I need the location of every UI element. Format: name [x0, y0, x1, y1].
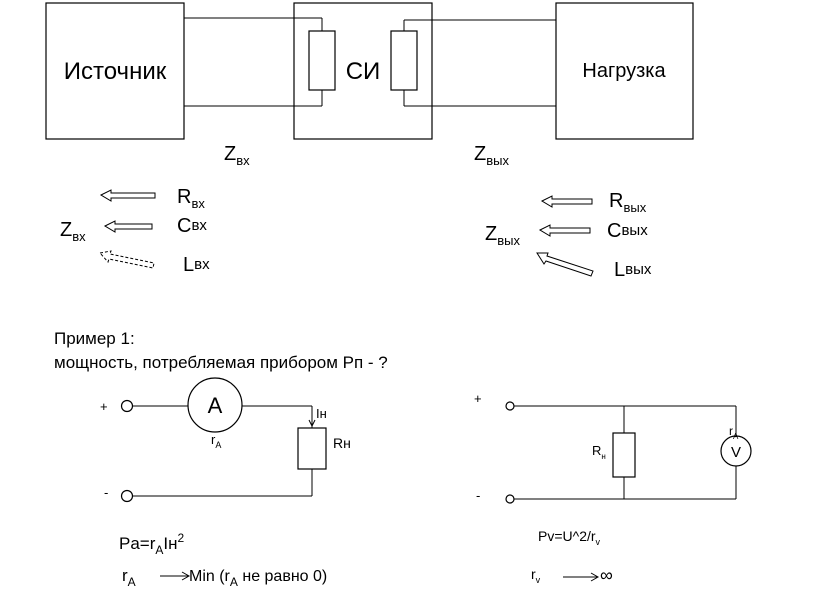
input-c-arrow [103, 220, 153, 233]
source-label: Источник [64, 58, 167, 85]
c1-load-resistor [297, 427, 327, 470]
input-c-label: Cвх [177, 215, 207, 237]
input-r-label: Rвх [177, 186, 205, 211]
input-z-label: Zвх [60, 219, 86, 244]
c2-load-resistor [612, 432, 636, 478]
c2-voltmeter-label: V [731, 444, 741, 461]
z-out-label: Zвых [474, 143, 509, 168]
input-r-arrow [99, 189, 156, 202]
c2-load-label: Rн [592, 443, 606, 461]
si-output-resistor [390, 30, 418, 91]
z-in-label: Zвх [224, 143, 250, 168]
c1-current-label: Iн [316, 406, 327, 421]
si-label: СИ [346, 58, 381, 85]
c1-terminal-plus [120, 399, 134, 413]
c1-minus-label: - [104, 485, 108, 500]
source-box [45, 2, 185, 140]
c1-plus-label: + [100, 399, 108, 414]
si-input-resistor [308, 30, 336, 91]
output-c-arrow [538, 224, 591, 237]
c2-terminal-plus [505, 401, 515, 411]
c1-current-arrow [308, 419, 316, 428]
c1-ra-label: rA [211, 432, 221, 450]
output-r-arrow [540, 195, 593, 208]
c2-minus-label: - [476, 488, 480, 503]
c2-limit-arrow-head [590, 572, 600, 582]
c1-ammeter-label: A [208, 393, 223, 418]
c1-ammeter [187, 377, 243, 433]
c2-terminal-minus [505, 494, 515, 504]
input-l-arrow [99, 250, 155, 269]
output-l-label: Lвых [614, 259, 652, 281]
load-label: Нагрузка [582, 60, 666, 82]
c2-limit-infinity: ∞ [600, 565, 613, 585]
load-box [555, 2, 694, 140]
output-z-label: Zвых [485, 223, 520, 248]
example-title: Пример 1: [54, 329, 135, 348]
output-r-label: Rвых [609, 190, 647, 215]
c1-formula: Pa=rAIн2 [119, 531, 185, 557]
c1-load-label: Rн [333, 435, 351, 451]
c2-formula: Pv=U^2/rv [538, 528, 601, 547]
c1-limit-r: rA [122, 566, 136, 589]
c1-terminal-minus [120, 489, 134, 503]
c1-limit-text: Min (rA не равно 0) [189, 568, 327, 589]
c2-plus-label: + [474, 391, 482, 406]
c2-limit-r: rv [531, 566, 541, 585]
c1-limit-arrow-head [181, 571, 191, 581]
c2-rv-label: rA [729, 424, 739, 441]
output-l-arrow [536, 252, 594, 277]
example-question: мощность, потребляемая прибором Рп - ? [54, 353, 388, 372]
output-c-label: Cвых [607, 220, 648, 242]
input-l-label: Lвх [183, 254, 210, 276]
